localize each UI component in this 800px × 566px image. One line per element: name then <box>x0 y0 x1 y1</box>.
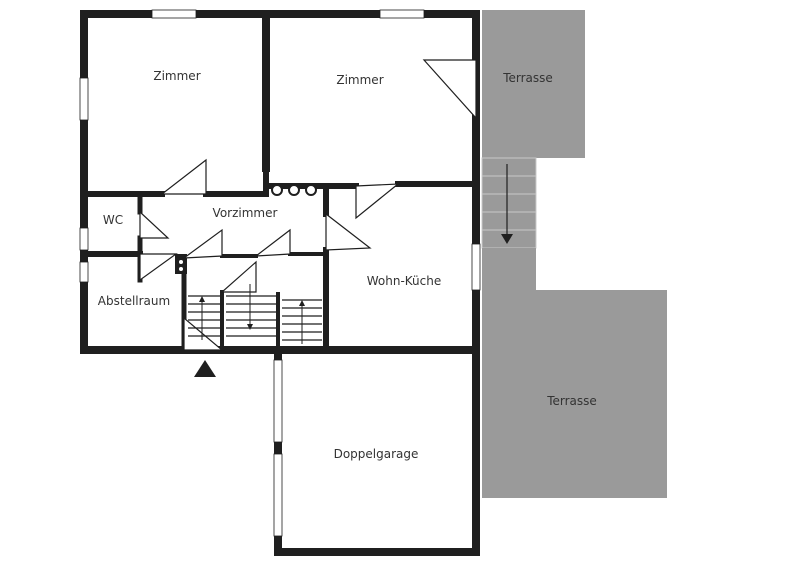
label-doppelgarage: Doppelgarage <box>334 447 419 461</box>
entrance-triangle-icon <box>194 360 216 377</box>
arrow-icon <box>501 164 513 244</box>
label-wc: WC <box>103 213 123 227</box>
hob-icon <box>271 184 317 196</box>
arrow-icon <box>299 300 305 344</box>
label-abstellraum: Abstellraum <box>98 294 170 308</box>
label-terrasse-bottom: Terrasse <box>546 394 597 408</box>
stairs-left <box>188 295 220 337</box>
arrow-icon <box>247 284 253 330</box>
label-zimmer-right: Zimmer <box>336 73 383 87</box>
doors <box>139 59 477 351</box>
stairs-middle <box>226 295 276 337</box>
label-vorzimmer: Vorzimmer <box>213 206 278 220</box>
label-zimmer-left: Zimmer <box>153 69 200 83</box>
terrace-bottom-area <box>482 290 667 498</box>
windows <box>79 9 481 537</box>
label-terrasse-top: Terrasse <box>502 71 553 85</box>
label-wohnkueche: Wohn-Küche <box>367 274 442 288</box>
terrace-top-area <box>482 10 585 158</box>
terrace-steps <box>481 157 537 290</box>
arrow-icon <box>199 296 205 340</box>
